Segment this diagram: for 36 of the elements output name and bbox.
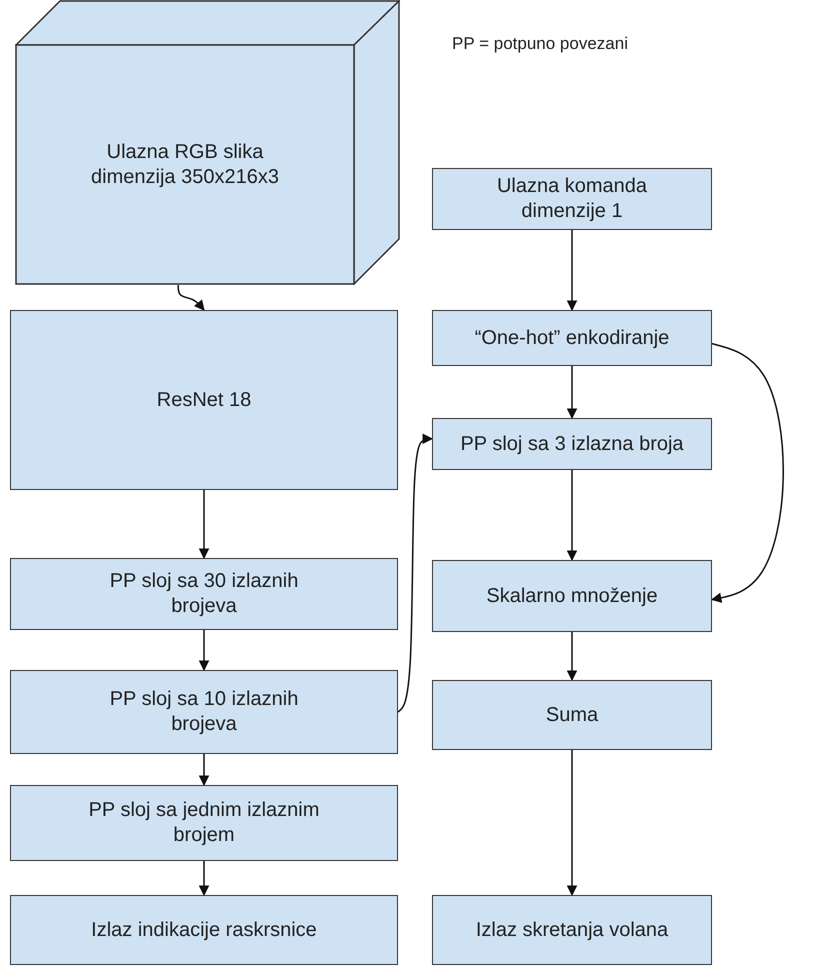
node-text: ResNet 18	[156, 388, 252, 412]
node-text: PP sloj sa 30 izlaznih brojeva	[108, 569, 300, 619]
node-text: Izlaz indikacije raskrsnice	[91, 918, 317, 942]
arrow	[198, 490, 210, 560]
process-box	[432, 310, 712, 366]
arrow	[198, 754, 210, 786]
process-box	[10, 558, 398, 630]
node-text: PP sloj sa 10 izlaznih brojeva	[108, 687, 300, 737]
process-box	[432, 168, 712, 230]
process-box	[432, 560, 712, 632]
process-box	[10, 785, 398, 861]
process-box	[10, 895, 398, 965]
arrow	[710, 342, 784, 603]
arrow	[566, 750, 578, 896]
process-box	[432, 418, 712, 470]
process-box	[10, 310, 398, 490]
process-box	[10, 670, 398, 754]
node-text: PP sloj sa jednim izlaznim brojem	[88, 798, 320, 848]
note-text: PP = potpuno povezani	[452, 34, 628, 54]
node-text: Suma	[546, 702, 598, 728]
node-text: Ulazna RGB slika dimenzija 350x216x3	[90, 140, 280, 190]
process-box	[432, 895, 712, 965]
arrow	[566, 366, 578, 420]
process-box	[432, 680, 712, 750]
arrow	[566, 470, 578, 562]
arrow	[566, 230, 578, 312]
node-text: Ulazna komanda dimenzije 1	[496, 174, 648, 224]
node-text: Izlaz skretanja volana	[476, 918, 668, 942]
node-text: “One-hot” enkodiranje	[474, 326, 670, 350]
arrow	[198, 861, 210, 896]
arrow	[566, 632, 578, 682]
node-text: PP sloj sa 3 izlazna broja	[460, 432, 684, 456]
arrow	[177, 285, 205, 311]
arrow	[398, 434, 434, 713]
node-text: Skalarno množenje	[486, 584, 658, 608]
arrow	[198, 630, 210, 672]
